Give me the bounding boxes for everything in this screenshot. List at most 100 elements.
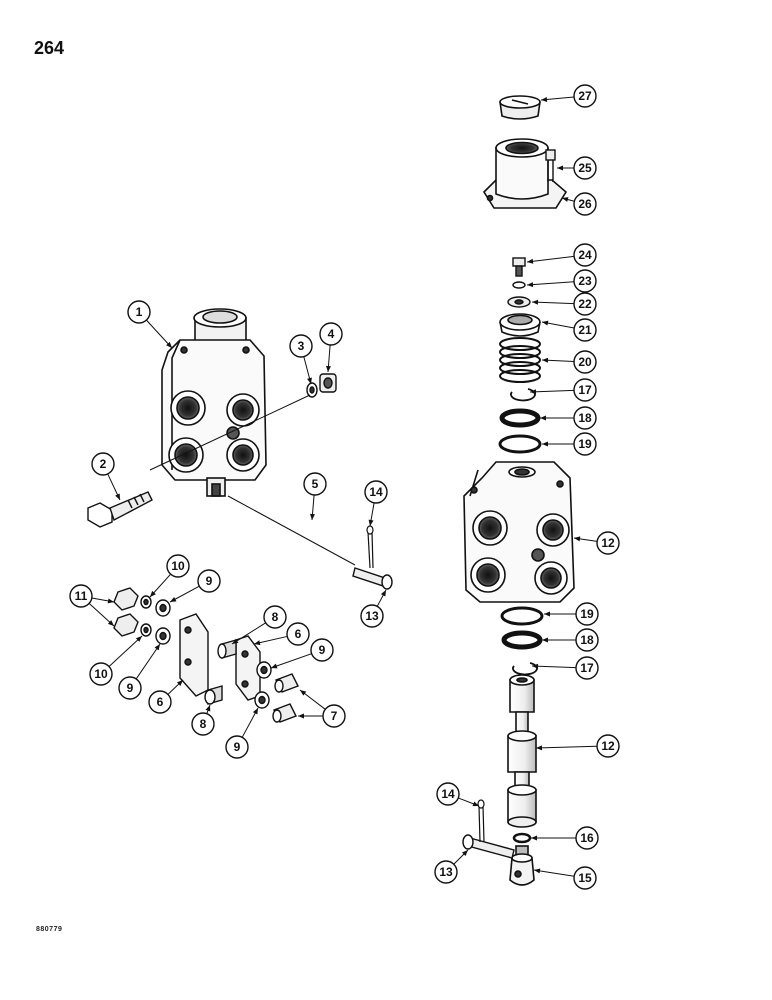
callout-number: 17 (578, 383, 592, 397)
figure-code: 880779 (36, 926, 63, 933)
callout-6: 6 (253, 622, 310, 646)
clevis-pin-part-13-right (462, 834, 515, 859)
callout-number: 1 (136, 305, 143, 319)
screw-part-25 (545, 149, 556, 182)
callout-10: 10 (149, 554, 190, 598)
callout-17: 17 (531, 656, 599, 680)
leader-arrowhead (542, 320, 549, 326)
callout-circle (573, 192, 597, 216)
callout-circle (286, 622, 310, 646)
leader-arrowhead (107, 598, 114, 604)
washer-part-3 (306, 382, 318, 398)
callout-layer: 1234566788999910101112121313141415161717… (69, 84, 620, 890)
leader-arrowhead (542, 357, 549, 363)
seal-part-18-top (499, 408, 541, 428)
leader-line (526, 255, 575, 263)
callout-number: 10 (94, 667, 108, 681)
callout-number: 9 (234, 740, 241, 754)
leader-line (535, 745, 598, 749)
callout-circle (225, 735, 249, 759)
callout-19: 19 (542, 432, 597, 456)
leader-arrowhead (562, 197, 569, 202)
callout-number: 19 (578, 437, 592, 451)
callout-number: 2 (100, 457, 107, 471)
leader-arrowhead (574, 536, 581, 542)
leader-arrowhead (298, 713, 304, 719)
callout-circle (289, 334, 313, 358)
callout-circle (263, 605, 287, 629)
link-plate-part-6-left (179, 613, 209, 697)
callout-11: 11 (69, 584, 115, 627)
callout-number: 6 (157, 695, 164, 709)
callout-3: 3 (289, 334, 313, 385)
callout-number: 24 (578, 248, 592, 262)
callout-19: 19 (544, 602, 599, 626)
washers-part-10 (140, 595, 152, 637)
leader-arrowhead (530, 389, 537, 395)
washer-part-19-top (498, 434, 542, 454)
callout-1: 1 (127, 300, 173, 349)
callout-number: 13 (439, 865, 453, 879)
callout-6: 6 (148, 679, 184, 714)
callout-number: 20 (578, 355, 592, 369)
callout-number: 14 (441, 787, 455, 801)
bolt-part-2 (87, 491, 153, 528)
washer-part-16 (512, 832, 532, 844)
link-plate-part-6-right (235, 635, 261, 701)
leader-arrowhead (107, 620, 114, 626)
callout-circle (573, 269, 597, 293)
snap-ring-part-17-bottom (512, 662, 538, 676)
callout-number: 9 (319, 643, 326, 657)
callout-20: 20 (541, 350, 597, 374)
callout-circle (596, 531, 620, 555)
callout-17: 17 (529, 378, 597, 402)
valve-body-left (161, 308, 267, 497)
callout-25: 25 (557, 156, 597, 180)
callout-24: 24 (526, 243, 597, 267)
leader-arrowhead (232, 638, 239, 644)
callout-14: 14 (436, 782, 480, 807)
leader-arrowhead (176, 680, 183, 686)
leader-line (533, 869, 575, 877)
callout-number: 16 (580, 831, 594, 845)
cotter-pin-part-14 (366, 525, 374, 569)
leader-arrowhead (254, 640, 261, 646)
callout-16: 16 (531, 826, 599, 850)
callout-number: 18 (580, 633, 594, 647)
leader-arrowhead (166, 341, 172, 348)
leader-line (270, 653, 312, 669)
callout-circle (596, 734, 620, 758)
spring-part-20 (499, 337, 541, 383)
callout-12: 12 (573, 531, 620, 555)
cap-part-27 (499, 95, 541, 120)
callout-number: 15 (578, 871, 592, 885)
clevis-pin-part-13 (352, 567, 393, 590)
callout-circle (573, 243, 597, 267)
callout-26: 26 (561, 192, 597, 216)
leader-arrowhead (527, 258, 534, 264)
callout-circle (166, 554, 190, 578)
callout-circle (573, 378, 597, 402)
leader-arrowhead (154, 644, 160, 651)
seal-part-18-bottom (501, 630, 543, 650)
leader-arrowhead (380, 590, 386, 597)
callout-number: 14 (369, 485, 383, 499)
callout-15: 15 (533, 866, 597, 890)
callout-number: 8 (200, 717, 207, 731)
leader-arrowhead (472, 801, 479, 807)
callout-number: 5 (312, 477, 319, 491)
leader-arrowhead (527, 282, 534, 288)
callout-circle (575, 602, 599, 626)
callout-number: 17 (580, 661, 594, 675)
callout-12: 12 (535, 734, 620, 758)
leader-arrowhead (557, 165, 563, 171)
leader-arrowhead (271, 663, 278, 669)
callout-circle (573, 84, 597, 108)
callout-number: 21 (578, 323, 592, 337)
leader-arrowhead (540, 415, 546, 421)
leader-line (529, 389, 575, 393)
callout-13: 13 (434, 849, 469, 884)
leader-arrowhead (150, 590, 156, 597)
callout-circle (575, 628, 599, 652)
callout-circle (573, 350, 597, 374)
